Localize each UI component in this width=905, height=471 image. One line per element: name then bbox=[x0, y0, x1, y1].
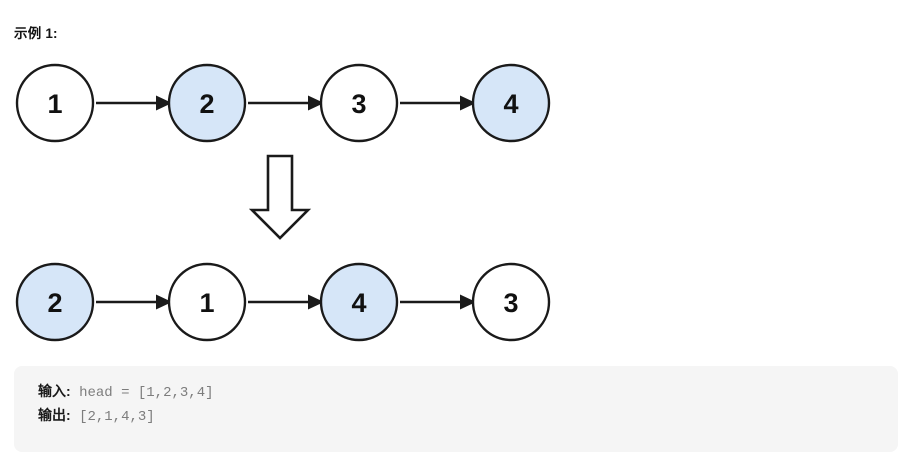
output-node-4-label: 3 bbox=[503, 288, 518, 318]
output-value: [2,1,4,3] bbox=[70, 409, 155, 425]
edge-head-output-1-4 bbox=[308, 294, 324, 310]
edge-head-input-2-3 bbox=[308, 95, 324, 111]
input-row-edges bbox=[96, 95, 476, 111]
code-line-output: 输出: [2,1,4,3] bbox=[38, 404, 898, 428]
input-node-4-circle bbox=[471, 63, 551, 143]
output-node-3-circle bbox=[319, 262, 399, 342]
input-node-1-circle bbox=[15, 63, 95, 143]
input-node-3[interactable]: 3 bbox=[319, 63, 399, 143]
output-node-3-label: 4 bbox=[351, 288, 366, 318]
input-node-2-circle bbox=[167, 63, 247, 143]
page-title: 示例 1: bbox=[14, 26, 58, 41]
diagram-canvas: 1 2 3 4 bbox=[15, 63, 551, 342]
edge-head-input-1-2 bbox=[156, 95, 172, 111]
output-node-2[interactable]: 1 bbox=[167, 262, 247, 342]
input-node-4-label: 4 bbox=[503, 89, 518, 119]
output-node-4-circle bbox=[471, 262, 551, 342]
input-label: 输入: bbox=[38, 383, 71, 399]
input-node-3-circle bbox=[319, 63, 399, 143]
output-label: 输出: bbox=[38, 407, 71, 423]
edge-head-output-2-1 bbox=[156, 294, 172, 310]
input-node-3-label: 3 bbox=[351, 89, 366, 119]
output-node-1[interactable]: 2 bbox=[15, 262, 95, 342]
output-node-1-label: 2 bbox=[47, 288, 62, 318]
output-node-2-circle bbox=[167, 262, 247, 342]
transform-down-arrow-icon bbox=[248, 154, 312, 240]
code-line-input: 输入: head = [1,2,3,4] bbox=[38, 380, 898, 404]
input-node-4[interactable]: 4 bbox=[471, 63, 551, 143]
input-node-2[interactable]: 2 bbox=[167, 63, 247, 143]
linked-list-diagram: 1 2 3 4 bbox=[0, 52, 905, 362]
input-value: head = [1,2,3,4] bbox=[70, 385, 214, 401]
output-row-edges bbox=[96, 294, 476, 310]
input-node-1-label: 1 bbox=[47, 89, 62, 119]
input-node-2-label: 2 bbox=[199, 89, 214, 119]
output-node-2-label: 1 bbox=[199, 288, 214, 318]
example-code-block: 输入: head = [1,2,3,4] 输出: [2,1,4,3] bbox=[14, 366, 898, 452]
output-node-3[interactable]: 4 bbox=[319, 262, 399, 342]
input-node-1[interactable]: 1 bbox=[15, 63, 95, 143]
edge-head-input-3-4 bbox=[460, 95, 476, 111]
edge-head-output-4-3 bbox=[460, 294, 476, 310]
output-node-4[interactable]: 3 bbox=[471, 262, 551, 342]
output-node-1-circle bbox=[15, 262, 95, 342]
